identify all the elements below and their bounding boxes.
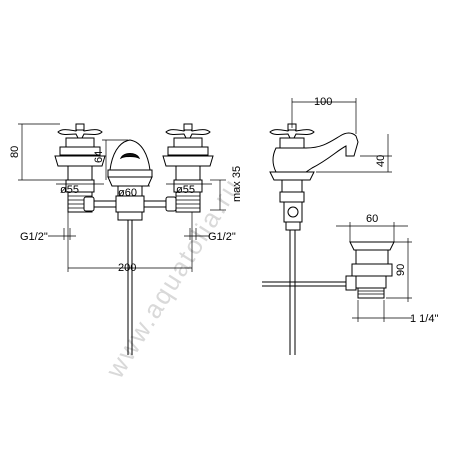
- dim-front-height: 80: [9, 123, 66, 181]
- connector-pipes: [83, 196, 177, 355]
- dim-thread-left: G1/2": [20, 228, 76, 243]
- dim-center-spacing: 200: [67, 212, 193, 274]
- dim-spout-height: 64: [93, 139, 128, 180]
- label-g12-left: G1/2": [20, 231, 48, 243]
- right-handle: [162, 123, 214, 213]
- dim-waste-height: 90: [386, 238, 412, 302]
- label-80: 80: [9, 146, 21, 158]
- label-g12-right: G1/2": [208, 231, 236, 243]
- label-60: 60: [366, 213, 378, 225]
- spout: [107, 139, 153, 213]
- dim-waste-width: 60: [336, 213, 408, 242]
- label-spout-dia: ø60: [118, 187, 137, 199]
- side-view: 100 40: [269, 96, 392, 355]
- label-90: 90: [395, 264, 407, 276]
- label-waste-thread: 1 1/4": [410, 313, 438, 325]
- label-100: 100: [314, 96, 332, 108]
- label-right-dia: ø55: [176, 184, 195, 196]
- front-view: 80 64 ø55 ø60 ø55 max 35 G1/2": [9, 123, 243, 355]
- label-max35: max 35: [231, 166, 243, 202]
- dim-side-outlet: 40: [316, 134, 392, 173]
- label-64: 64: [93, 151, 105, 163]
- dim-side-reach: 100: [291, 96, 357, 134]
- label-40: 40: [375, 155, 387, 167]
- waste-assembly: 60 90 1 1/4": [262, 213, 438, 325]
- label-left-dia: ø55: [60, 184, 79, 196]
- dim-waste-thread: 1 1/4": [352, 300, 438, 325]
- label-200: 200: [118, 262, 136, 274]
- dim-thread-right: G1/2": [184, 228, 236, 243]
- left-handle: [54, 123, 106, 213]
- dim-max-deck: max 35: [210, 166, 243, 211]
